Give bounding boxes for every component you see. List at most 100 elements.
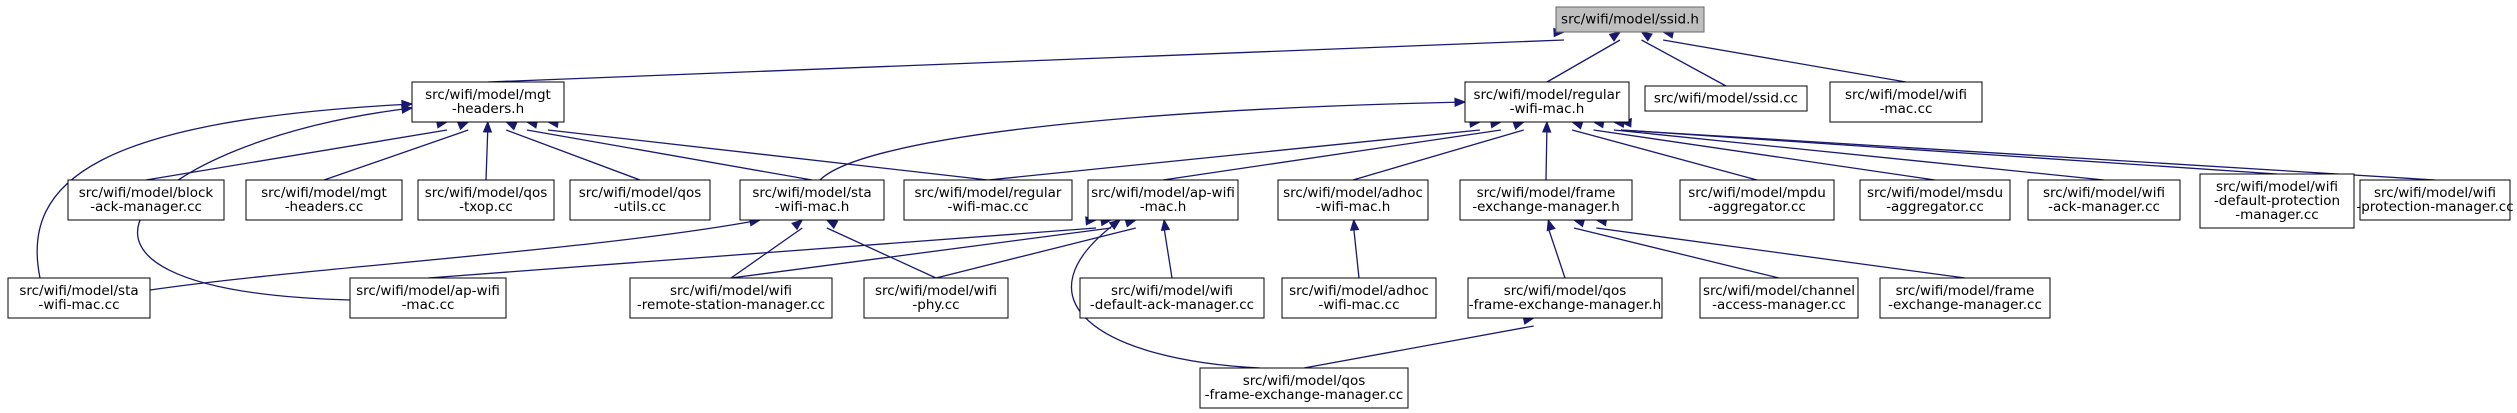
node-label-line: -headers.cc — [285, 199, 364, 215]
node-box — [629, 277, 833, 319]
node-box — [67, 179, 225, 221]
node-ssid-h: src/wifi/model/ssid.h — [1555, 6, 1705, 33]
node-box — [1679, 179, 1835, 221]
node-wifi-phy-cc[interactable]: src/wifi/model/wifi-phy.cc — [863, 277, 1009, 319]
node-wifi-mac-cc[interactable]: src/wifi/model/wifi-mac.cc — [1829, 81, 1983, 123]
node-wifi-default-protection-manager-cc[interactable]: src/wifi/model/wifi-default-protection-m… — [2199, 173, 2355, 229]
node-msdu-aggregator-cc[interactable]: src/wifi/model/msdu-aggregator.cc — [1859, 179, 2011, 221]
node-regular-wifi-mac-h[interactable]: src/wifi/model/regular-wifi-mac.h — [1464, 81, 1630, 123]
edge-ap_wifi_mac_h-to-qos_frame_exchange_manager_cc — [1071, 219, 1261, 369]
node-box — [863, 277, 1009, 319]
arrowhead-icon — [1512, 120, 1525, 130]
node-wifi-remote-station-manager-cc[interactable]: src/wifi/model/wifi-remote-station-manag… — [629, 277, 833, 319]
edge-regular_wifi_mac_h-to-sta_wifi_mac_h — [819, 97, 1467, 181]
node-label-line: -wifi-mac.cc — [38, 297, 119, 313]
edge-ssid_h-to-wifi_mac_cc — [1661, 29, 1907, 83]
node-label-line: src/wifi/model/qos — [1243, 373, 1366, 389]
node-qos-frame-exchange-manager-cc[interactable]: src/wifi/model/qos-frame-exchange-manage… — [1199, 367, 1409, 409]
node-adhoc-wifi-mac-h[interactable]: src/wifi/model/adhoc-wifi-mac.h — [1277, 179, 1429, 221]
edge-ssid_h-to-mgt_headers_h — [487, 27, 1566, 83]
node-channel-access-manager-cc[interactable]: src/wifi/model/channel-access-manager.cc — [1699, 277, 1859, 319]
node-ssid-cc[interactable]: src/wifi/model/ssid.cc — [1644, 85, 1808, 112]
node-label-line: src/wifi/model/wifi — [2374, 185, 2496, 201]
edge-sta_wifi_mac_h-to-wifi_remote_station_manager_cc — [730, 219, 804, 279]
node-wifi-ack-manager-cc[interactable]: src/wifi/model/wifi-ack-manager.cc — [2027, 179, 2181, 221]
node-label-line: src/wifi/model/qos — [579, 185, 702, 201]
node-label-line: -remote-station-manager.cc — [637, 297, 825, 313]
node-label-line: src/wifi/model/adhoc — [1283, 185, 1423, 201]
node-sta-wifi-mac-h[interactable]: src/wifi/model/sta-wifi-mac.h — [739, 179, 885, 221]
node-wifi-default-ack-manager-cc[interactable]: src/wifi/model/wifi-default-ack-manager.… — [1079, 277, 1265, 319]
arrowhead-icon — [456, 121, 470, 131]
node-box — [1467, 277, 1663, 319]
node-wifi-protection-manager-cc[interactable]: src/wifi/model/wifi-protection-manager.c… — [2356, 179, 2514, 221]
edge-mgt_headers_h-to-block_ack_manager_cc — [145, 119, 449, 181]
node-label-line: src/wifi/model/wifi — [670, 283, 792, 299]
node-label-line: src/wifi/model/wifi — [2216, 179, 2338, 195]
edge-mgt_headers_h-to-qos_txop_cc — [482, 120, 493, 181]
node-qos-utils-cc[interactable]: src/wifi/model/qos-utils.cc — [569, 179, 711, 221]
node-box — [1555, 6, 1705, 33]
node-label-line: src/wifi/model/wifi — [1111, 283, 1233, 299]
node-label-line: src/wifi/model/mgt — [425, 87, 551, 103]
edge-ap_wifi_mac_h-to-wifi_phy_cc — [935, 218, 1138, 279]
node-box — [411, 81, 565, 123]
arrowhead-icon — [791, 219, 804, 231]
node-ap-wifi-mac-cc[interactable]: src/wifi/model/ap-wifi-mac.cc — [349, 277, 507, 319]
node-mpdu-aggregator-cc[interactable]: src/wifi/model/mpdu-aggregator.cc — [1679, 179, 1835, 221]
node-label-line: src/wifi/model/mpdu — [1688, 185, 1826, 201]
node-label-line: -wifi-mac.h — [1510, 101, 1585, 117]
node-mgt-headers-h[interactable]: src/wifi/model/mgt-headers.h — [411, 81, 565, 123]
node-label-line: -frame-exchange-manager.h — [1469, 297, 1661, 313]
node-mgt-headers-cc[interactable]: src/wifi/model/mgt-headers.cc — [245, 179, 403, 221]
arrowhead-icon — [401, 104, 414, 114]
node-box — [1699, 277, 1859, 319]
edge-ap_wifi_mac_h-to-ap_wifi_mac_cc — [427, 216, 1098, 279]
node-label-line: -default-ack-manager.cc — [1090, 297, 1254, 313]
node-label-line: -manager.cc — [2235, 207, 2318, 223]
node-label-line: src/wifi/model/frame — [1477, 185, 1616, 201]
node-label-line: src/wifi/model/ap-wifi — [1091, 185, 1235, 201]
node-sta-wifi-mac-cc[interactable]: src/wifi/model/sta-wifi-mac.cc — [7, 277, 151, 319]
node-frame-exchange-manager-h[interactable]: src/wifi/model/frame-exchange-manager.h — [1459, 179, 1633, 221]
node-box — [569, 179, 711, 221]
node-block-ack-manager-cc[interactable]: src/wifi/model/block-ack-manager.cc — [67, 179, 225, 221]
arrowhead-icon — [482, 120, 493, 133]
node-box — [1829, 81, 1983, 123]
edge-frame_exchange_manager_h-to-frame_exchange_manager_cc — [1594, 216, 1966, 279]
node-qos-txop-cc[interactable]: src/wifi/model/qos-txop.cc — [417, 179, 555, 221]
node-box — [1644, 85, 1808, 112]
nodes-layer: src/wifi/model/ssid.hsrc/wifi/model/mgt-… — [7, 6, 2514, 409]
node-label-line: -headers.h — [452, 101, 524, 117]
node-label-line: -utils.cc — [614, 199, 666, 215]
node-box — [417, 179, 555, 221]
node-qos-frame-exchange-manager-h[interactable]: src/wifi/model/qos-frame-exchange-manage… — [1467, 277, 1663, 319]
node-label-line: -access-manager.cc — [1712, 297, 1846, 313]
node-frame-exchange-manager-cc[interactable]: src/wifi/model/frame-exchange-manager.cc — [1879, 277, 2051, 319]
node-box — [903, 179, 1073, 221]
node-label-line: -wifi-mac.h — [1316, 199, 1391, 215]
edge-regular_wifi_mac_h-to-ap_wifi_mac_h — [1162, 119, 1503, 181]
arrowhead-icon — [1349, 218, 1360, 231]
node-label-line: src/wifi/model/frame — [1896, 283, 2035, 299]
arrowhead-icon — [1640, 31, 1653, 42]
edge-ssid_h-to-regular_wifi_mac_h — [1546, 31, 1622, 83]
edge-regular_wifi_mac_h-to-wifi_default_protection_manager_cc — [1619, 118, 2278, 175]
edge-sta_wifi_mac_h-to-wifi_phy_cc — [825, 219, 937, 279]
node-box — [349, 277, 507, 319]
node-label-line: -aggregator.cc — [1886, 199, 1984, 215]
node-regular-wifi-mac-cc[interactable]: src/wifi/model/regular-wifi-mac.cc — [903, 179, 1073, 221]
edge-regular_wifi_mac_h-to-mpdu_aggregator_cc — [1570, 120, 1758, 181]
node-adhoc-wifi-mac-cc[interactable]: src/wifi/model/adhoc-wifi-mac.cc — [1281, 277, 1437, 319]
node-box — [1459, 179, 1633, 221]
edge-regular_wifi_mac_h-to-wifi_ack_manager_cc — [1612, 118, 2105, 181]
node-box — [1859, 179, 2011, 221]
node-label-line: src/wifi/model/mgt — [261, 185, 387, 201]
edge-mgt_headers_h-to-qos_utils_cc — [505, 121, 641, 181]
node-box — [1464, 81, 1630, 123]
node-label-line: -aggregator.cc — [1708, 199, 1806, 215]
node-ap-wifi-mac-h[interactable]: src/wifi/model/ap-wifi-mac.h — [1087, 179, 1239, 221]
node-label-line: -wifi-mac.cc — [1318, 297, 1399, 313]
node-box — [1087, 179, 1239, 221]
node-label-line: -protection-manager.cc — [2356, 199, 2513, 215]
